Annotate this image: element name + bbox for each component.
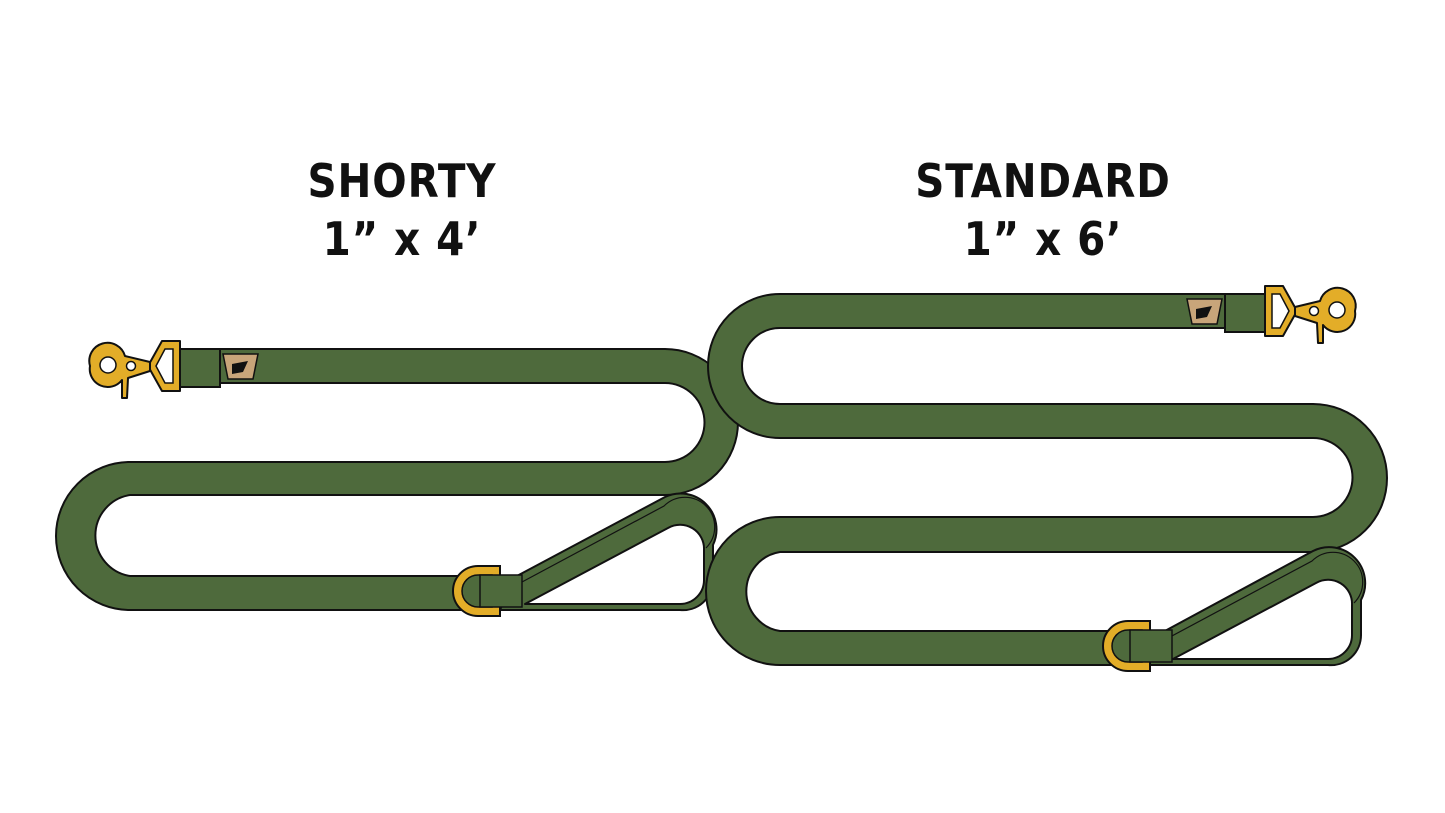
product-name: STANDARD — [915, 154, 1171, 208]
brand-patch-icon — [1186, 298, 1223, 325]
shorty-handle-loop — [499, 492, 718, 612]
shorty-label: SHORTY 1” x 4’ — [226, 152, 578, 268]
brand-patch-icon — [222, 353, 259, 380]
standard-webbing — [705, 293, 1388, 666]
o-ring-icon — [147, 340, 181, 392]
d-ring-icon[interactable] — [1102, 620, 1173, 672]
shorty-webbing — [55, 348, 739, 611]
d-ring-icon[interactable] — [452, 565, 523, 617]
standard-handle-loop — [1147, 546, 1367, 667]
o-ring-icon — [1264, 285, 1298, 337]
shorty-leash — [55, 340, 739, 617]
snap-hook-icon[interactable] — [1294, 286, 1357, 344]
product-name: SHORTY — [307, 154, 497, 208]
standard-leash — [705, 285, 1388, 672]
snap-hook-icon[interactable] — [88, 341, 151, 399]
product-size: 1” x 4’ — [322, 212, 482, 266]
product-size: 1” x 6’ — [963, 212, 1123, 266]
standard-label: STANDARD 1” x 6’ — [867, 152, 1219, 268]
